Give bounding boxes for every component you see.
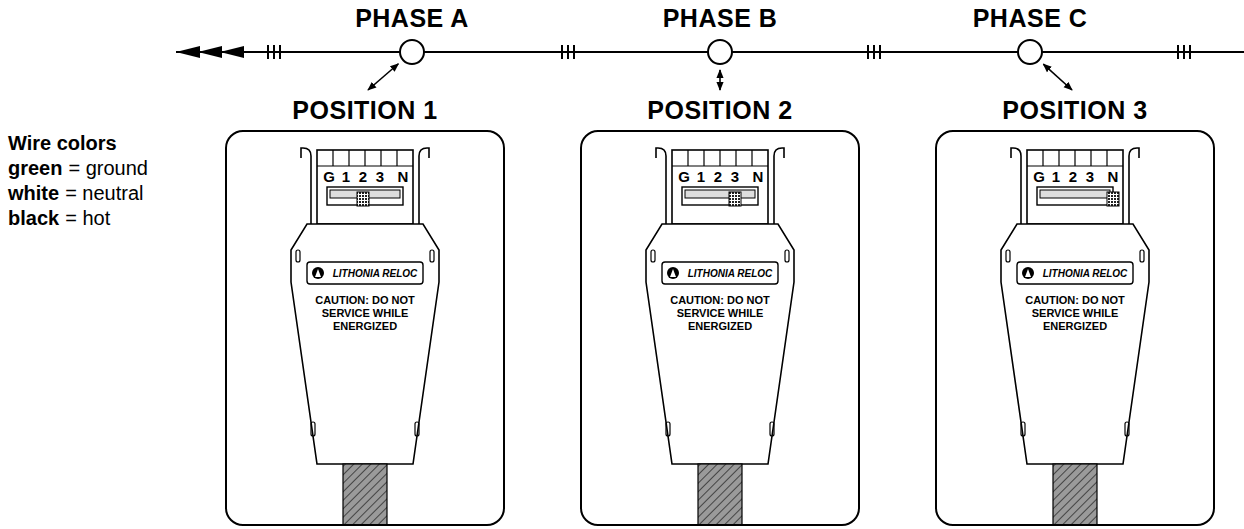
pin-label: N [398, 168, 409, 185]
selector-slot [682, 187, 758, 205]
latch-arm [301, 148, 311, 224]
latch-arm [419, 148, 429, 224]
position-node: POSITION 1 G123N LITHONIA RELOC CAUTION: DO… [225, 94, 505, 526]
wire-color-line: white = neutral [8, 182, 144, 205]
phase-label: PHASE A [355, 4, 469, 33]
selector-slider [685, 190, 755, 198]
latch-arm [774, 148, 784, 224]
logo-badge [307, 262, 423, 284]
housing-cells [317, 150, 413, 166]
plug-housing [1027, 150, 1123, 224]
wire-color-meaning: = neutral [65, 182, 143, 204]
pin-label: G [1033, 168, 1045, 185]
pin-label: 3 [376, 168, 384, 185]
cable [343, 464, 387, 526]
latch-arm [656, 148, 666, 224]
body-slots [1006, 250, 1144, 436]
phase-node: PHASE A [399, 39, 425, 65]
pin-label: 2 [714, 168, 722, 185]
logo-badge [662, 262, 778, 284]
plug-housing [672, 150, 768, 224]
legend-title: Wire colors [8, 132, 117, 154]
body-slots [296, 250, 434, 436]
pin-label: 1 [342, 168, 350, 185]
position-indicator [1107, 192, 1119, 206]
connector-panel: G123N LITHONIA RELOC CAUTION: DO NOT SERVI… [225, 130, 505, 526]
wire-color-name: white [8, 182, 59, 204]
logo-mark [1022, 267, 1034, 279]
double-arrow [1043, 64, 1072, 90]
logo-badge [1017, 262, 1133, 284]
wire-color-line: green = ground [8, 157, 148, 180]
pin-label: 1 [697, 168, 705, 185]
arrowhead [176, 46, 200, 58]
position-node: POSITION 3 G123N LITHONIA RELOC CAUTION: DO… [935, 94, 1215, 526]
plug-body [646, 224, 794, 464]
connector-panel: G123N LITHONIA RELOC CAUTION: DO NOT SERVI… [935, 130, 1215, 526]
double-arrow [368, 64, 398, 90]
wire-color-line: black = hot [8, 207, 110, 230]
pin-label: 3 [1086, 168, 1094, 185]
pin-label: N [1108, 168, 1119, 185]
connector-panel: G123N LITHONIA RELOC CAUTION: DO NOT SERVI… [580, 130, 860, 526]
double-arrow [719, 70, 721, 90]
selector-slot [1037, 187, 1113, 205]
phase-node: PHASE C [1017, 39, 1043, 65]
position-indicator [357, 192, 369, 206]
caution-label: CAUTION: DO NOT SERVICE WHILE ENERGIZED [662, 294, 778, 333]
logo-mark [315, 269, 321, 277]
brand-label: LITHONIA RELOC [333, 268, 418, 279]
cable [1053, 464, 1097, 526]
position-label: POSITION 2 [647, 96, 792, 125]
position-label: POSITION 3 [1002, 96, 1147, 125]
wire-color-name: black [8, 207, 59, 229]
latch-arm [1011, 148, 1021, 224]
pin-label: G [678, 168, 690, 185]
caution-label: CAUTION: DO NOT SERVICE WHILE ENERGIZED [1017, 294, 1133, 333]
plug-housing [317, 150, 413, 224]
body-slots [651, 250, 789, 436]
logo-mark [312, 267, 324, 279]
logo-mark [1025, 269, 1031, 277]
caution-label: CAUTION: DO NOT SERVICE WHILE ENERGIZED [307, 294, 423, 333]
logo-mark [667, 267, 679, 279]
phase-node: PHASE B [707, 39, 733, 65]
arrowhead [220, 46, 244, 58]
position-node: POSITION 2 G123N LITHONIA RELOC CAUTION: DO… [580, 94, 860, 526]
position-indicator [729, 192, 741, 206]
pin-label: 3 [731, 168, 739, 185]
housing-cells [1027, 150, 1123, 166]
cable [698, 464, 742, 526]
pin-label: G [323, 168, 335, 185]
phase-label: PHASE C [973, 4, 1088, 33]
pin-label: 1 [1052, 168, 1060, 185]
arrowhead [198, 46, 222, 58]
pin-label: 2 [1069, 168, 1077, 185]
selector-slider [1040, 190, 1110, 198]
plug-body [291, 224, 439, 464]
wire-color-meaning: = ground [68, 157, 148, 179]
wire-color-line: Wire colors [8, 132, 117, 155]
latch-arm [1129, 148, 1139, 224]
position-label: POSITION 1 [292, 96, 437, 125]
pin-label: N [753, 168, 764, 185]
brand-label: LITHONIA RELOC [688, 268, 773, 279]
wire-color-name: green [8, 157, 62, 179]
housing-cells [672, 150, 768, 166]
brand-label: LITHONIA RELOC [1043, 268, 1128, 279]
pin-label: 2 [359, 168, 367, 185]
wire-color-meaning: = hot [65, 207, 110, 229]
selector-slot [327, 187, 403, 205]
plug-body [1001, 224, 1149, 464]
phase-label: PHASE B [663, 4, 778, 33]
logo-mark [670, 269, 676, 277]
